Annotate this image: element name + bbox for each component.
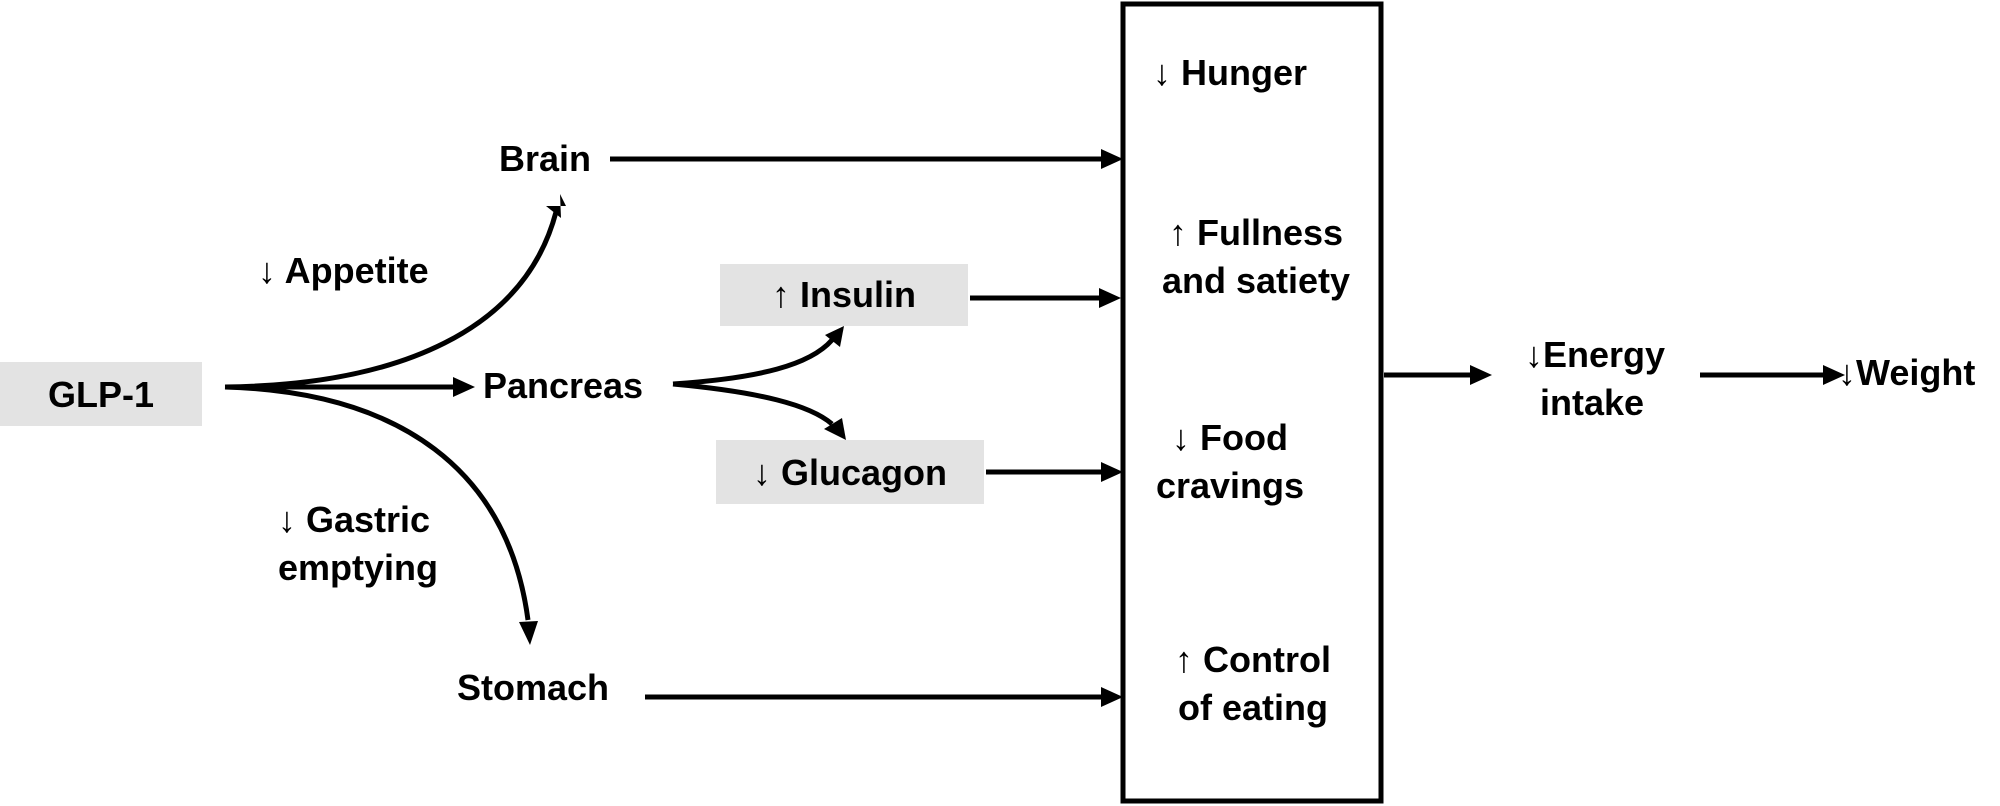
brain-label: Brain [499,138,591,179]
arrowhead [1101,687,1123,707]
glp1-to-brain-arrow [224,211,559,390]
arrowhead [1101,149,1123,169]
glucagon-label: ↓ Glucagon [753,452,947,493]
arrowhead [1823,365,1845,385]
glucagon-box [716,440,984,504]
arrowhead [453,377,475,397]
arrowhead [519,621,538,645]
fullness-label-line1: ↑ Fullness [1169,212,1343,253]
arrowhead [1099,288,1121,308]
weight-label: ↓Weight [1838,352,1975,393]
insulin-label: ↑ Insulin [772,274,916,315]
energy-label-line2: intake [1540,382,1644,423]
arrowhead [824,418,846,440]
arrowhead [825,326,844,347]
glp1-box [0,362,202,426]
insulin-box [720,264,968,326]
glp1-label: GLP-1 [48,374,154,415]
fullness-label-line2: and satiety [1162,260,1350,301]
arrowhead [1470,365,1492,385]
pancreas-to-glucagon-arrow [672,381,834,426]
control-label-line1: ↑ Control [1175,639,1331,680]
control-label-line2: of eating [1178,687,1328,728]
cravings-label-line1: ↓ Food [1172,417,1288,458]
stomach-label: Stomach [457,667,609,708]
glp1-to-stomach-arrow [224,384,531,621]
appetite-label: ↓ Appetite [258,250,429,291]
pancreas-to-insulin-arrow [672,338,834,387]
gastric-label-line1: ↓ Gastric [278,499,430,540]
arrowhead [1101,462,1123,482]
effects-box [1120,1,1384,804]
pancreas-label: Pancreas [483,365,643,406]
gastric-label-line2: emptying [278,547,438,588]
energy-label-line1: ↓Energy [1525,334,1665,375]
arrowhead [546,194,566,218]
cravings-label-line2: cravings [1156,465,1304,506]
hunger-label: ↓ Hunger [1153,52,1307,93]
